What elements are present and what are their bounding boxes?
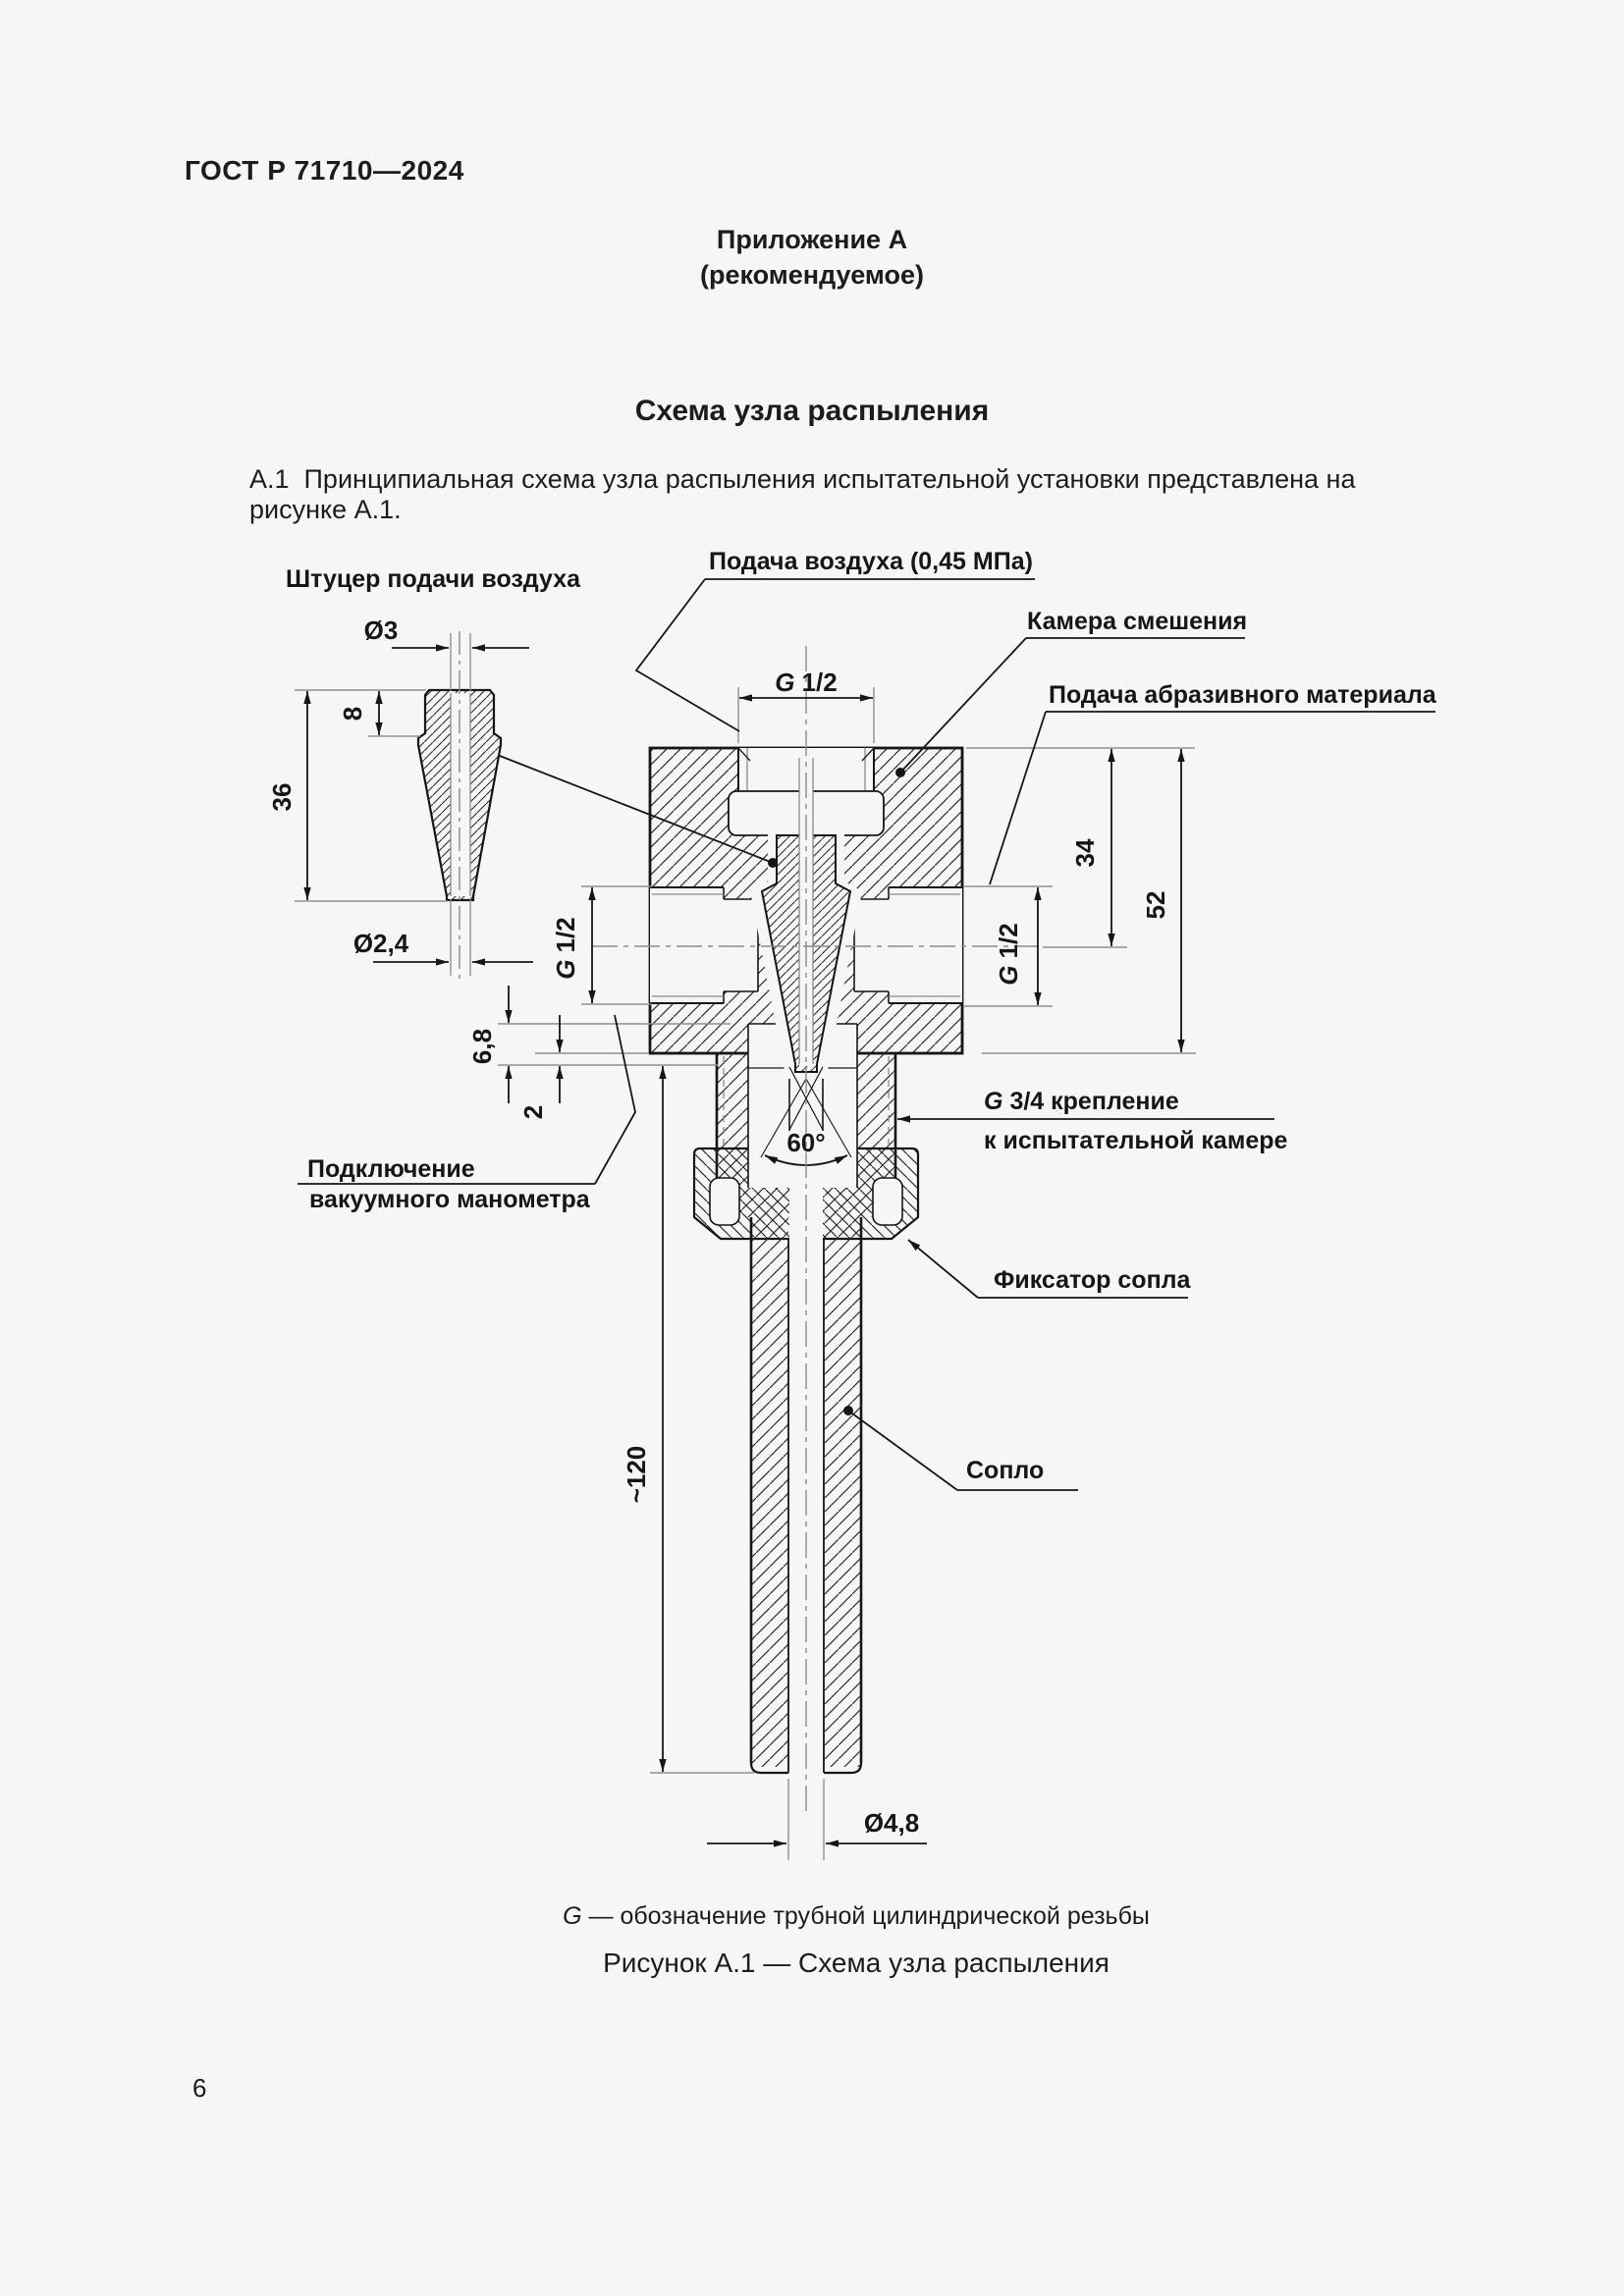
footnote-g-italic: G (563, 1902, 582, 1930)
g-rest: 1/2 (551, 917, 580, 952)
dim-120: ~120 (622, 1446, 651, 1504)
label-nozzle-lock: Фиксатор сопла (994, 1266, 1192, 1294)
page-number: 6 (192, 2073, 207, 2103)
label-mount-1: G 3/4 крепление (984, 1088, 1179, 1115)
extension-lines (295, 687, 1196, 1860)
dim-36: 36 (267, 783, 297, 812)
dim-d3: Ø3 (364, 615, 399, 645)
doc-number-header: ГОСТ Р 71710—2024 (185, 155, 464, 186)
g-italic: G (551, 959, 580, 979)
dim-g12-right: G 1/2 (994, 923, 1023, 985)
chamber-leader-dot (895, 768, 905, 777)
label-abrasive-supply: Подача абразивного материала (1049, 681, 1437, 709)
dim-2: 2 (518, 1105, 548, 1119)
label-mount-2: к испытательной камере (984, 1127, 1287, 1154)
section-title: Схема узла распыления (634, 395, 990, 427)
label-leaders (298, 578, 1435, 1491)
label-air-fitting: Штуцер подачи воздуха (286, 565, 581, 593)
label-vacuum-gauge-2: вакуумного манометра (309, 1186, 591, 1213)
centerlines (592, 646, 1039, 1814)
mount-g-italic: G (984, 1088, 1002, 1115)
g-rest: 1/2 (802, 667, 838, 697)
figure-caption: Рисунок А.1 — Схема узла распыления (603, 1948, 1110, 1978)
appendix-kind: (рекомендуемое) (700, 260, 924, 290)
figure-footnote: G — обозначение трубной цилиндрической р… (44, 1902, 1624, 1931)
dim-68: 6,8 (467, 1029, 497, 1064)
air-fitting-detail (416, 631, 778, 984)
footnote-rest: — обозначение трубной цилиндрической рез… (588, 1902, 1150, 1930)
label-mixing-chamber: Камера смешения (1027, 608, 1247, 635)
dim-d48: Ø4,8 (864, 1808, 919, 1838)
g-italic: G (775, 667, 794, 697)
g-rest: 1/2 (994, 923, 1023, 958)
appendix-title: Приложение А (716, 225, 908, 254)
dim-52: 52 (1141, 891, 1170, 920)
dim-d24: Ø2,4 (353, 929, 409, 958)
paragraph-a1: А.1 Принципиальная схема узла распыления… (249, 464, 1363, 524)
dim-8: 8 (338, 707, 367, 721)
dim-angle-60: 60° (786, 1128, 825, 1157)
dim-g12-top: G 1/2 (775, 667, 837, 697)
dimension-lines (303, 644, 1185, 1847)
dim-g12-left: G 1/2 (551, 917, 580, 979)
nozzle-tube (749, 1217, 863, 1775)
g-italic: G (994, 965, 1023, 985)
nozzle-leader-dot (843, 1406, 853, 1415)
mount-rest: 3/4 крепление (1009, 1088, 1178, 1115)
dim-34: 34 (1070, 838, 1100, 867)
label-vacuum-gauge-1: Подключение (307, 1155, 475, 1183)
label-nozzle: Сопло (966, 1457, 1044, 1484)
label-air-supply: Подача воздуха (0,45 МПа) (709, 548, 1033, 575)
